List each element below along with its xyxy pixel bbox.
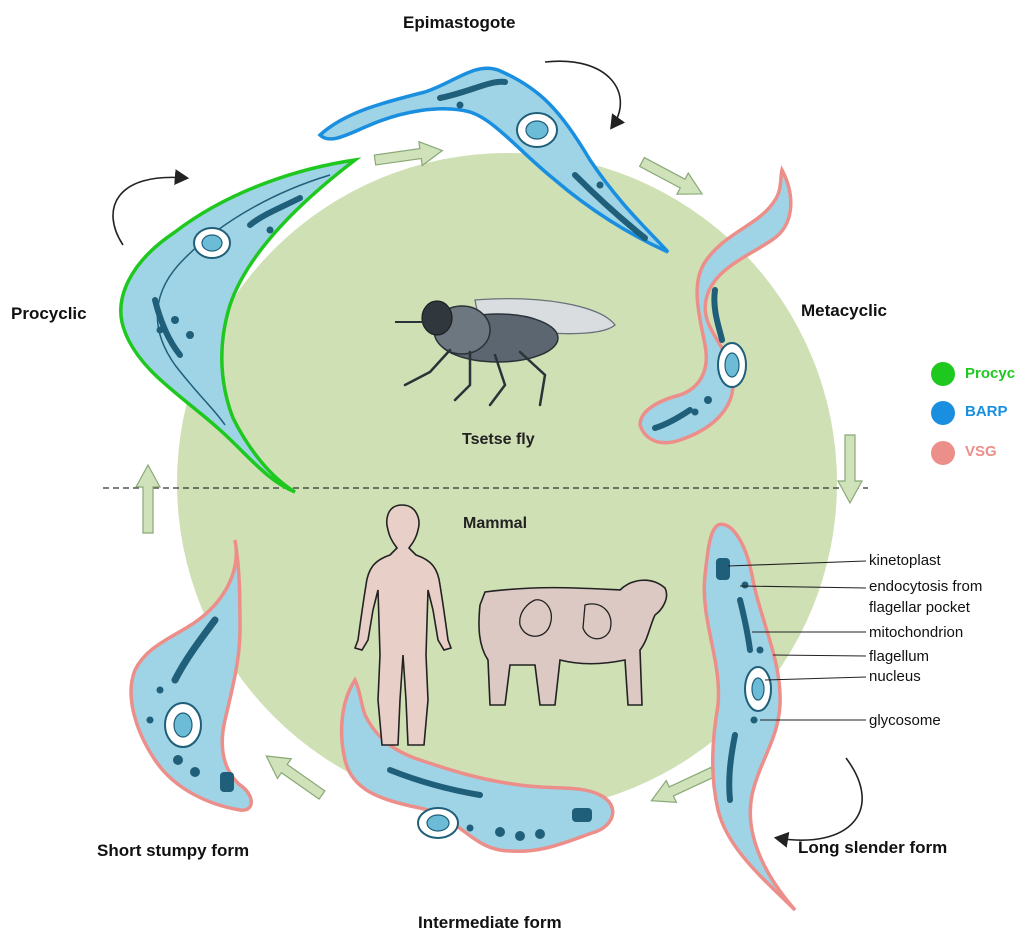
- legend-dot-vsg: [931, 441, 955, 465]
- legend-dot-procyclin: [931, 362, 955, 386]
- arrow-short-stumpy-to-procyclic: [136, 465, 160, 533]
- arrow-intermediate-to-short-stumpy: [259, 746, 328, 805]
- label-mitochondrion: mitochondrion: [869, 625, 963, 640]
- arrow-metacyclic-to-long-slender: [838, 435, 862, 503]
- label-nucleus: nucleus: [869, 669, 921, 684]
- label-epimastogote: Epimastogote: [403, 14, 515, 31]
- label-long-slender-form: Long slender form: [798, 839, 947, 856]
- legend-label-vsg: VSG: [965, 444, 997, 459]
- label-flagellum: flagellum: [869, 649, 929, 664]
- long-slender-renewal-arrow: [777, 758, 862, 840]
- legend-label-barp: BARP: [965, 404, 1008, 419]
- legend-dot-barp: [931, 401, 955, 425]
- label-tsetse-fly: Tsetse fly: [462, 432, 535, 448]
- label-procyclic: Procyclic: [11, 305, 87, 322]
- label-endocytosis-line2: flagellar pocket: [869, 600, 970, 615]
- label-glycosome: glycosome: [869, 713, 941, 728]
- label-short-stumpy-form: Short stumpy form: [97, 842, 249, 859]
- label-kinetoplast: kinetoplast: [869, 553, 941, 568]
- legend-label-procyclin: Procyclin: [965, 366, 1016, 381]
- short-stumpy-cell: [131, 540, 251, 810]
- label-mammal: Mammal: [463, 516, 527, 532]
- label-endocytosis-line1: endocytosis from: [869, 579, 982, 594]
- label-intermediate-form: Intermediate form: [418, 914, 562, 931]
- label-metacyclic: Metacyclic: [801, 302, 887, 319]
